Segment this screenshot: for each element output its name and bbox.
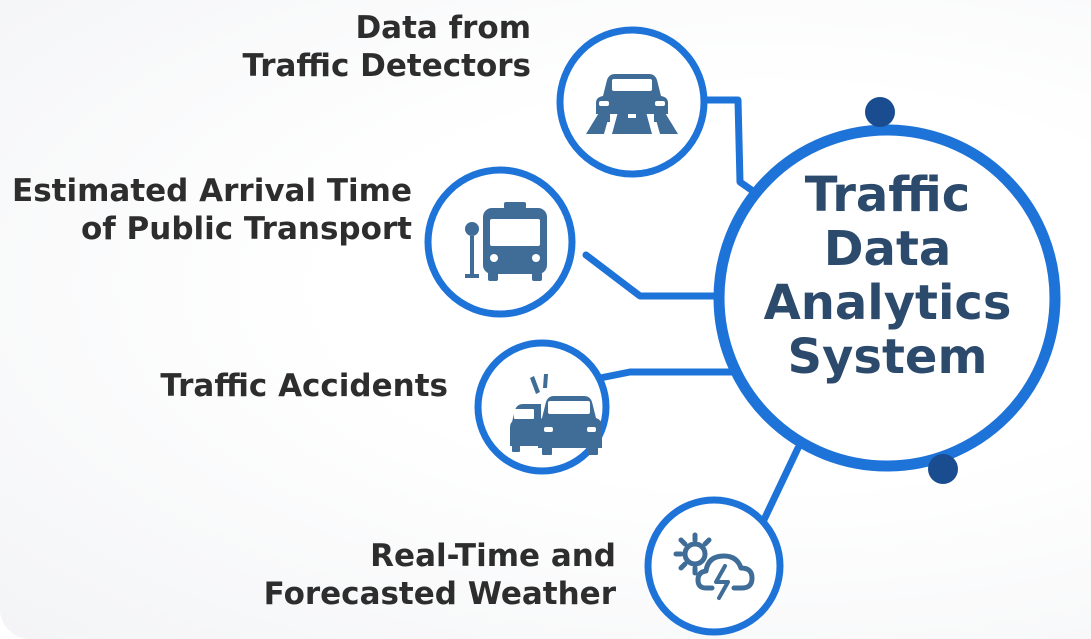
label-line: of Public Transport xyxy=(80,211,412,247)
weather-icon xyxy=(673,532,755,600)
hub-title-line: Data xyxy=(823,221,952,277)
hub-title-line: Analytics xyxy=(763,275,1012,331)
node-circle xyxy=(644,496,784,636)
label-line: Real-Time and xyxy=(370,538,616,574)
hub-dot-top xyxy=(865,97,895,127)
label-traffic-detectors: Data from Traffic Detectors xyxy=(242,9,531,85)
hub-title-line: Traffic xyxy=(804,167,971,223)
node-transport xyxy=(424,166,576,318)
hub-title: Traffic Data Analytics System xyxy=(735,168,1040,384)
label-traffic-accidents: Traffic Accidents xyxy=(160,367,448,405)
hub-dot-bottom xyxy=(928,454,958,484)
car-on-road-icon xyxy=(586,74,678,134)
node-detectors xyxy=(556,26,708,178)
node-weather xyxy=(644,496,784,636)
label-line: Estimated Arrival Time xyxy=(12,173,412,209)
connector-transport xyxy=(582,251,741,300)
label-public-transport: Estimated Arrival Time of Public Transpo… xyxy=(12,172,412,248)
node-accidents xyxy=(474,339,610,475)
connector-accidents xyxy=(596,368,737,382)
hub-title-line: System xyxy=(787,329,988,385)
connector-detectors xyxy=(701,96,764,200)
car-collision-icon xyxy=(510,374,602,455)
label-line: Data from xyxy=(355,10,531,46)
connectors xyxy=(582,96,802,528)
label-line: Forecasted Weather xyxy=(263,576,616,612)
label-line: Traffic Detectors xyxy=(242,48,531,84)
label-line: Traffic Accidents xyxy=(160,368,448,404)
hub-circle xyxy=(713,124,1061,472)
label-weather: Real-Time and Forecasted Weather xyxy=(264,537,616,613)
hub xyxy=(713,97,1061,484)
connector-weather xyxy=(758,444,802,528)
bus-stop-icon xyxy=(465,202,547,281)
